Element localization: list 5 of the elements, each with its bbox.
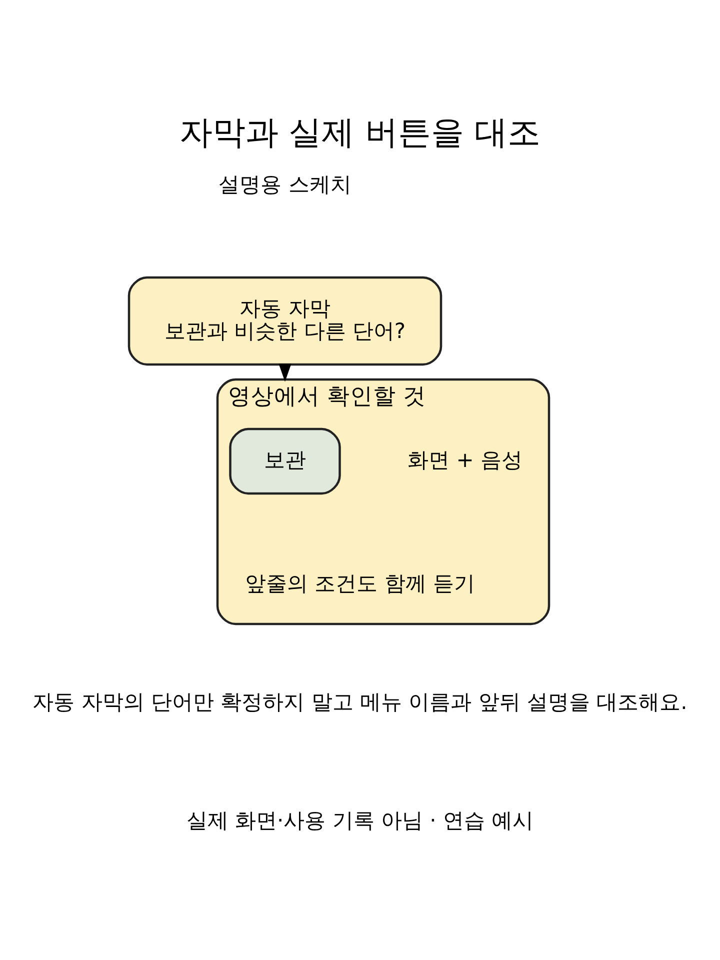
label: 실제 화면·사용 기록 아님 · 연습 예시 <box>186 808 534 833</box>
node-box: 보관 <box>229 428 341 495</box>
label: 자동 자막의 단어만 확정하지 말고 메뉴 이름과 앞뒤 설명을 대조해요. <box>32 690 688 714</box>
label: 설명용 스케치 <box>218 172 352 197</box>
diagram-title: 자막과 실제 버튼을 대조 <box>179 112 541 152</box>
